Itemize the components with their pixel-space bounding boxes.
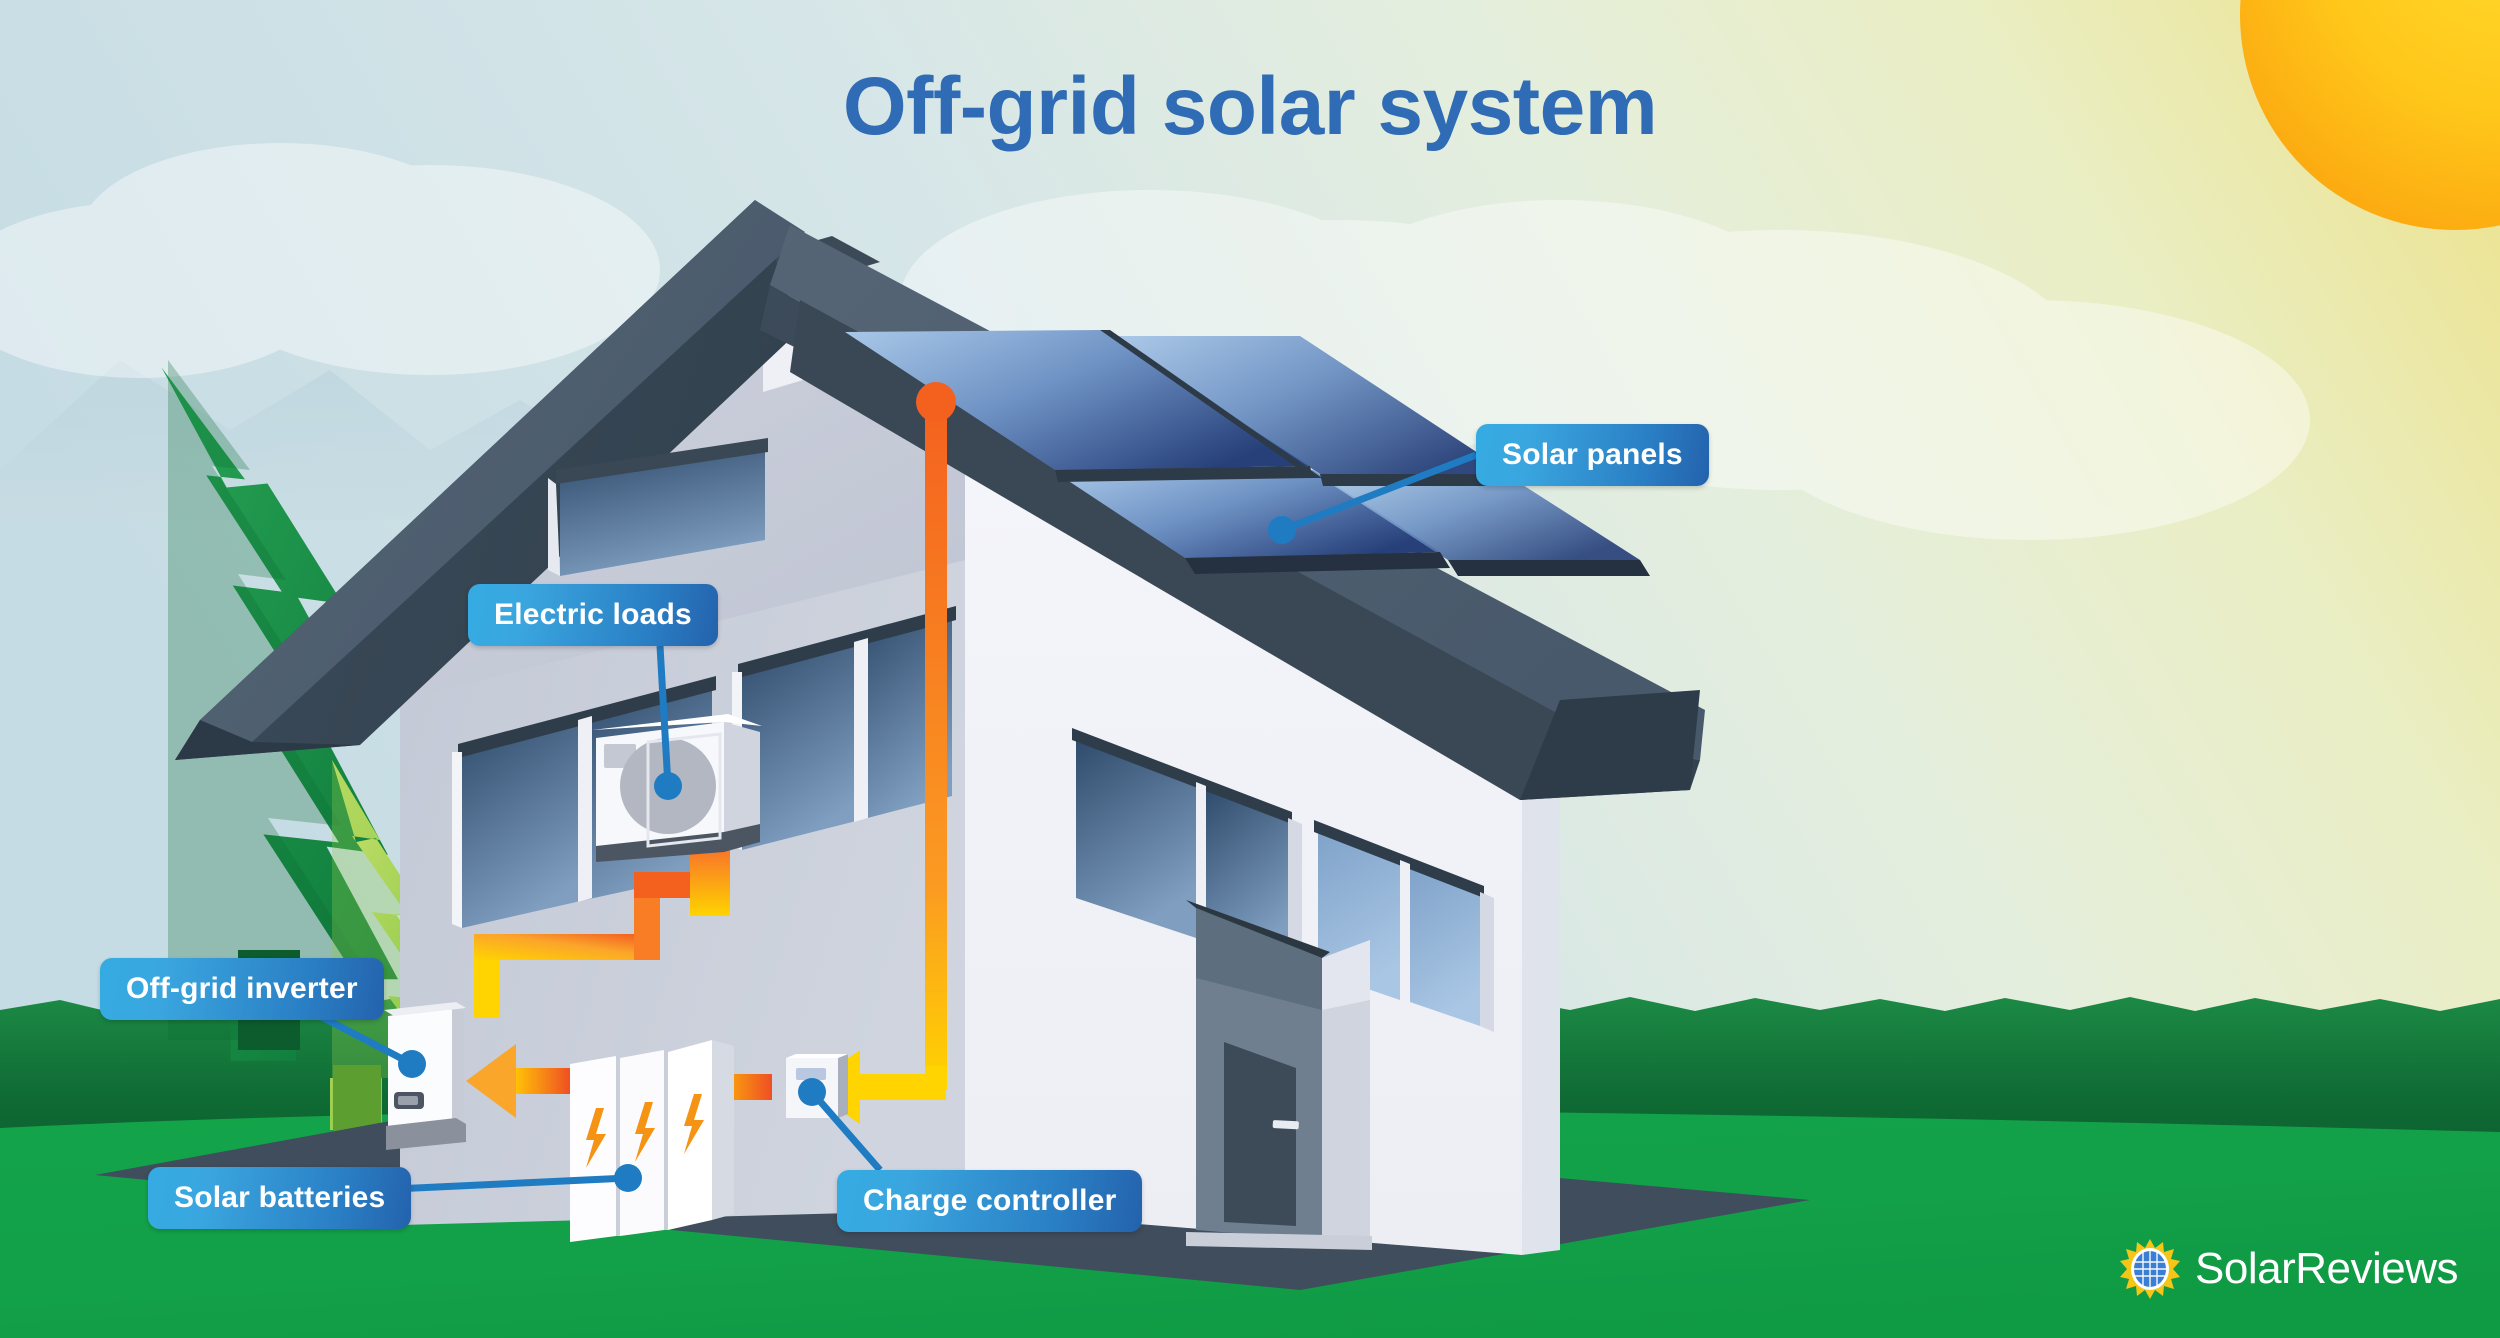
callout-charge-controller[interactable]: Charge controller xyxy=(837,1170,1143,1232)
callout-off-grid-inverter-label: Off-grid inverter xyxy=(126,972,358,1005)
leader-solar-panels xyxy=(1280,451,1478,534)
leader-dots xyxy=(398,516,1296,1192)
page-title: Off-grid solar system xyxy=(842,61,1658,152)
brand-name: SolarReviews xyxy=(2195,1244,2458,1293)
dormer-window xyxy=(548,438,768,576)
battery-bolt-icon-2 xyxy=(635,1102,655,1162)
house-right-return xyxy=(1522,690,1560,1255)
callout-charge-controller-label: Charge controller xyxy=(863,1184,1117,1217)
roof-right-eave xyxy=(1520,690,1700,800)
solar-panel-1 xyxy=(845,330,1310,470)
callout-solar-batteries[interactable]: Solar batteries xyxy=(148,1167,412,1229)
roof-left-eave xyxy=(175,720,360,760)
callout-electric-loads[interactable]: Electric loads xyxy=(468,584,718,646)
battery-bolt-icon-3 xyxy=(684,1094,704,1154)
roof-left-ridge-face xyxy=(200,200,805,742)
callout-solar-panels[interactable]: Solar panels xyxy=(1476,424,1709,486)
battery-bank xyxy=(570,1040,734,1242)
solar-panel-2 xyxy=(1110,336,1510,474)
front-door xyxy=(1186,900,1372,1250)
house-window-front-1 xyxy=(1072,728,1302,972)
callout-solar-batteries-label: Solar batteries xyxy=(174,1181,386,1214)
off-grid-inverter-unit xyxy=(384,1002,466,1150)
arrow-batteries-to-inverter xyxy=(466,1044,570,1118)
leader-charge-controller xyxy=(809,1089,883,1173)
callout-off-grid-inverter[interactable]: Off-grid inverter xyxy=(100,958,384,1020)
charge-controller-display xyxy=(796,1068,826,1080)
callout-solar-panels-label: Solar panels xyxy=(1502,438,1683,471)
leader-electric-loads xyxy=(656,645,672,787)
sun-icon xyxy=(2240,0,2500,230)
brand-logo[interactable]: SolarReviews xyxy=(2119,1238,2458,1300)
battery-bolt-icon-1 xyxy=(586,1108,606,1168)
sun-solar-panel-icon xyxy=(2120,1239,2181,1299)
callout-electric-loads-label: Electric loads xyxy=(494,598,692,631)
cable-terminal-dot xyxy=(916,382,956,422)
solar-panel-4 xyxy=(1322,478,1640,560)
solar-panel-array xyxy=(845,330,1650,576)
